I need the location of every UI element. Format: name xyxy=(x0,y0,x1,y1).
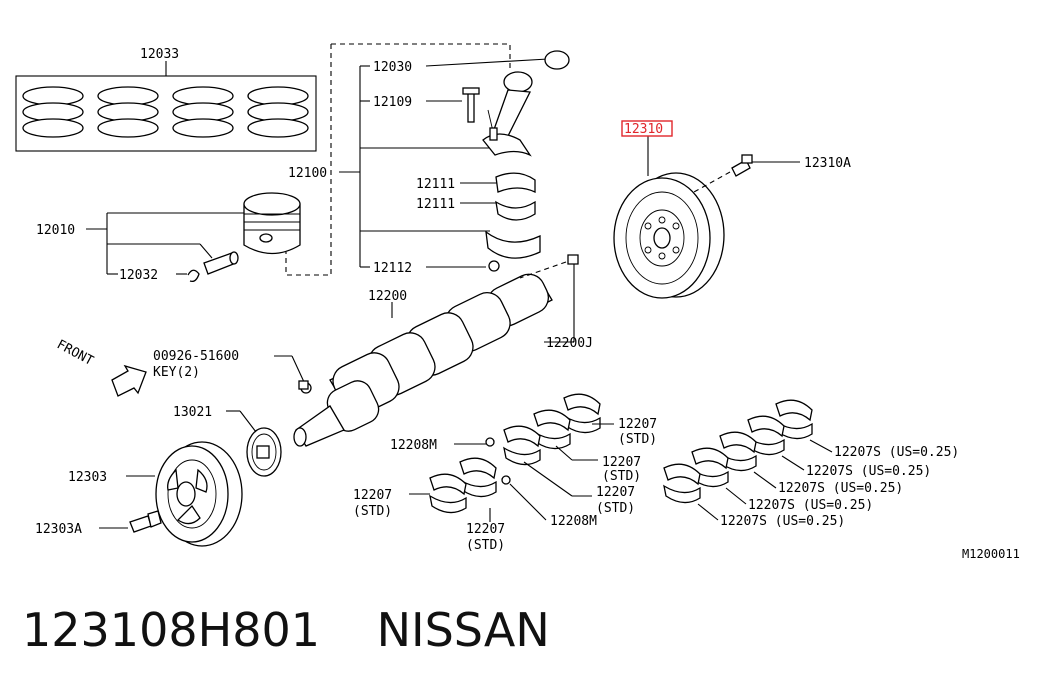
label-con-rod-bearing-lower[interactable]: 12111 xyxy=(416,197,455,212)
con-rod-bearing-lower[interactable] xyxy=(495,200,536,221)
piston-ring-set-2[interactable] xyxy=(97,86,159,138)
note-bearing-std-5: (STD) xyxy=(466,538,505,553)
note-bearing-std-2: (STD) xyxy=(602,469,641,484)
main-bearings-us-labels: 12207S (US=0.25) 12207S (US=0.25) 12207S… xyxy=(697,439,959,529)
label-flywheel-bolt[interactable]: 12310A xyxy=(804,156,851,171)
label-bearing-std-5[interactable]: 12207 xyxy=(466,522,505,537)
front-arrow-icon xyxy=(111,364,147,397)
main-bearings-us[interactable] xyxy=(663,399,813,504)
con-rod-bearing-upper[interactable] xyxy=(495,172,536,194)
note-bearing-std-3: (STD) xyxy=(596,501,635,516)
label-con-rod-bearing-upper[interactable]: 12111 xyxy=(416,177,455,192)
piston-ring-set-1[interactable] xyxy=(22,86,84,138)
main-bearings-std[interactable] xyxy=(429,393,601,514)
label-con-rod-bolt[interactable]: 12109 xyxy=(373,95,412,110)
label-bearing-std-2[interactable]: 12207 xyxy=(602,455,641,470)
label-piston-rings[interactable]: 12033 xyxy=(140,47,179,62)
part-caption: 123108H801 NISSAN xyxy=(22,598,550,662)
note-bearing-std-4: (STD) xyxy=(353,504,392,519)
label-bearing-us-5[interactable]: 12207S (US=0.25) xyxy=(720,514,845,529)
crankshaft[interactable] xyxy=(293,269,554,447)
label-pulley[interactable]: 12303 xyxy=(68,470,107,485)
label-bearing-us-3[interactable]: 12207S (US=0.25) xyxy=(778,481,903,496)
flywheel-labels: 12310 12310A xyxy=(621,120,851,193)
label-timing-sprocket[interactable]: 13021 xyxy=(173,405,212,420)
brand-name: NISSAN xyxy=(376,603,550,657)
connecting-rod[interactable] xyxy=(462,50,570,157)
piston-ring-set-4[interactable] xyxy=(247,86,309,138)
label-crankshaft[interactable]: 12200 xyxy=(368,289,407,304)
con-rod-bracket: 12030 12109 12100 12111 12111 12112 xyxy=(288,58,549,276)
label-bearing-us-2[interactable]: 12207S (US=0.25) xyxy=(806,464,931,479)
piston[interactable] xyxy=(243,192,301,255)
con-rod-cap[interactable] xyxy=(485,230,541,272)
timing-sprocket[interactable] xyxy=(246,427,282,477)
label-con-rod-bushing[interactable]: 12030 xyxy=(373,60,412,75)
pulley-labels: 12303 12303A xyxy=(35,470,162,537)
assembly-outline xyxy=(285,43,511,276)
front-arrow: FRONT xyxy=(54,337,147,397)
crankshaft-labels: 12200 12200J xyxy=(368,254,593,351)
label-bearing-std-1[interactable]: 12207 xyxy=(618,417,657,432)
label-bearing-us-1[interactable]: 12207S (US=0.25) xyxy=(834,445,959,460)
label-key-part[interactable]: 00926-51600 xyxy=(153,349,239,364)
key-callout: 00926-51600 KEY(2) xyxy=(153,349,309,390)
snap-ring[interactable] xyxy=(187,269,200,282)
label-flywheel[interactable]: 12310 xyxy=(624,122,663,137)
label-bearing-std-3[interactable]: 12207 xyxy=(596,485,635,500)
main-bearings-std-labels: 12207 (STD) 12207 (STD) 12207 (STD) 1220… xyxy=(353,417,657,553)
label-bearing-us-4[interactable]: 12207S (US=0.25) xyxy=(748,498,873,513)
crank-pulley[interactable] xyxy=(155,441,243,547)
label-con-rod-assembly[interactable]: 12100 xyxy=(288,166,327,181)
piston-bracket: 12010 12032 xyxy=(36,212,246,283)
label-snap-ring[interactable]: 12032 xyxy=(119,268,158,283)
parts-diagram: 12033 12030 12109 12100 12111 12111 1211… xyxy=(15,43,1020,561)
front-label: FRONT xyxy=(54,337,96,369)
label-bearing-std-4[interactable]: 12207 xyxy=(353,488,392,503)
part-number: 123108H801 xyxy=(22,603,320,657)
piston-ring-set-3[interactable] xyxy=(172,86,234,138)
piston-pin[interactable] xyxy=(203,251,239,275)
label-thrust-washer-1[interactable]: 12208M xyxy=(390,438,437,453)
label-key[interactable]: KEY(2) xyxy=(153,365,200,380)
label-pilot-bushing[interactable]: 12200J xyxy=(546,336,593,351)
piston-rings-group: 12033 xyxy=(15,47,317,152)
figure-code: M1200011 xyxy=(962,547,1020,561)
label-pulley-bolt[interactable]: 12303A xyxy=(35,522,82,537)
sprocket-label: 13021 xyxy=(173,405,257,433)
flywheel-label-highlight xyxy=(621,120,673,137)
label-con-rod-nut[interactable]: 12112 xyxy=(373,261,412,276)
note-bearing-std-1: (STD) xyxy=(618,432,657,447)
flywheel[interactable] xyxy=(613,172,725,299)
label-piston[interactable]: 12010 xyxy=(36,223,75,238)
label-thrust-washer-2[interactable]: 12208M xyxy=(550,514,597,529)
